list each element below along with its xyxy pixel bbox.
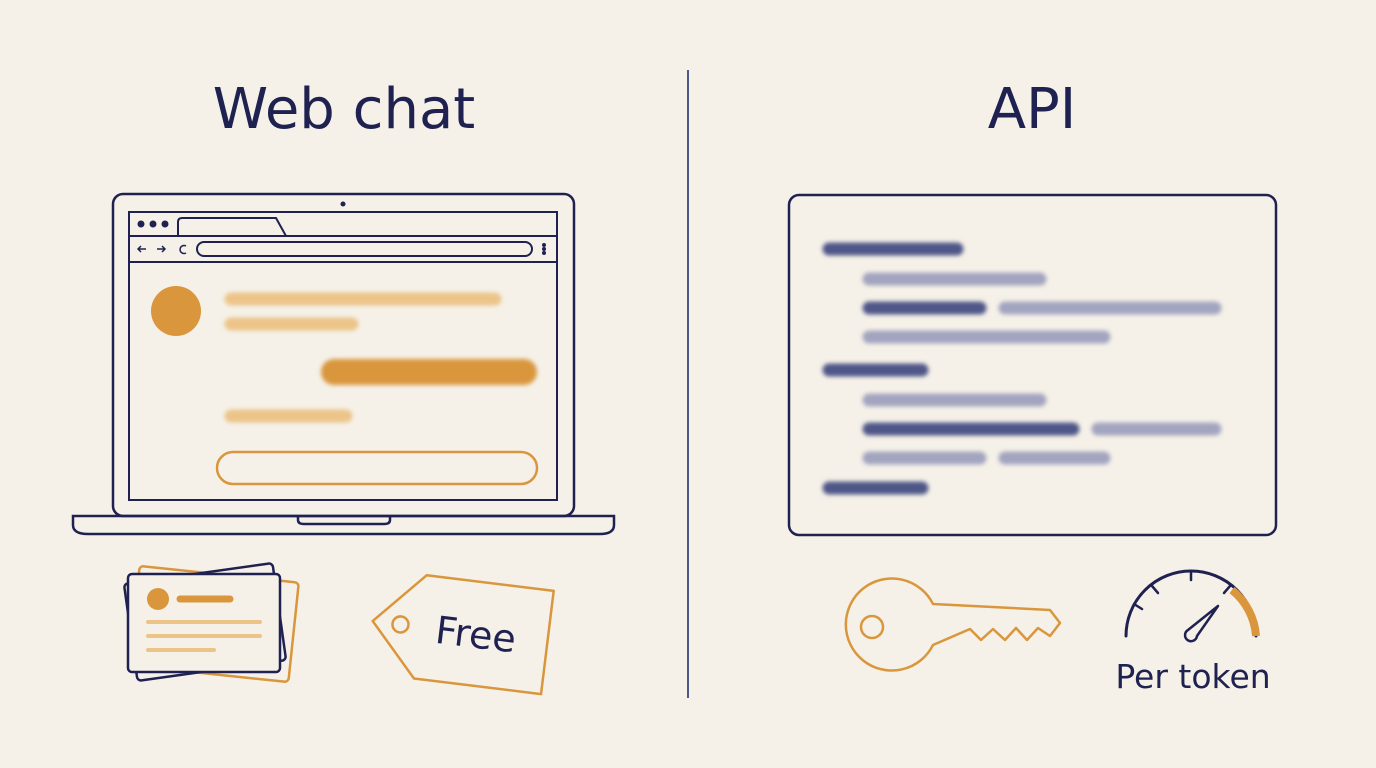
code-window-icon [787,193,1278,537]
chat-avatar-icon [151,286,201,336]
browser-window-icon [128,211,558,501]
speedometer-icon [1124,569,1260,643]
api-title: API [987,77,1077,142]
chat-conversation [151,286,539,486]
price-tag-label: Free [433,608,518,661]
code-lines [822,242,1222,495]
laptop-icon [71,192,616,536]
chat-input-box [215,450,539,486]
cards-icon [123,562,300,683]
web-chat-title: Web chat [212,77,476,142]
per-token-label: Per token [1115,657,1270,696]
price-tag-icon: Free [371,574,555,696]
key-icon [844,577,1062,672]
